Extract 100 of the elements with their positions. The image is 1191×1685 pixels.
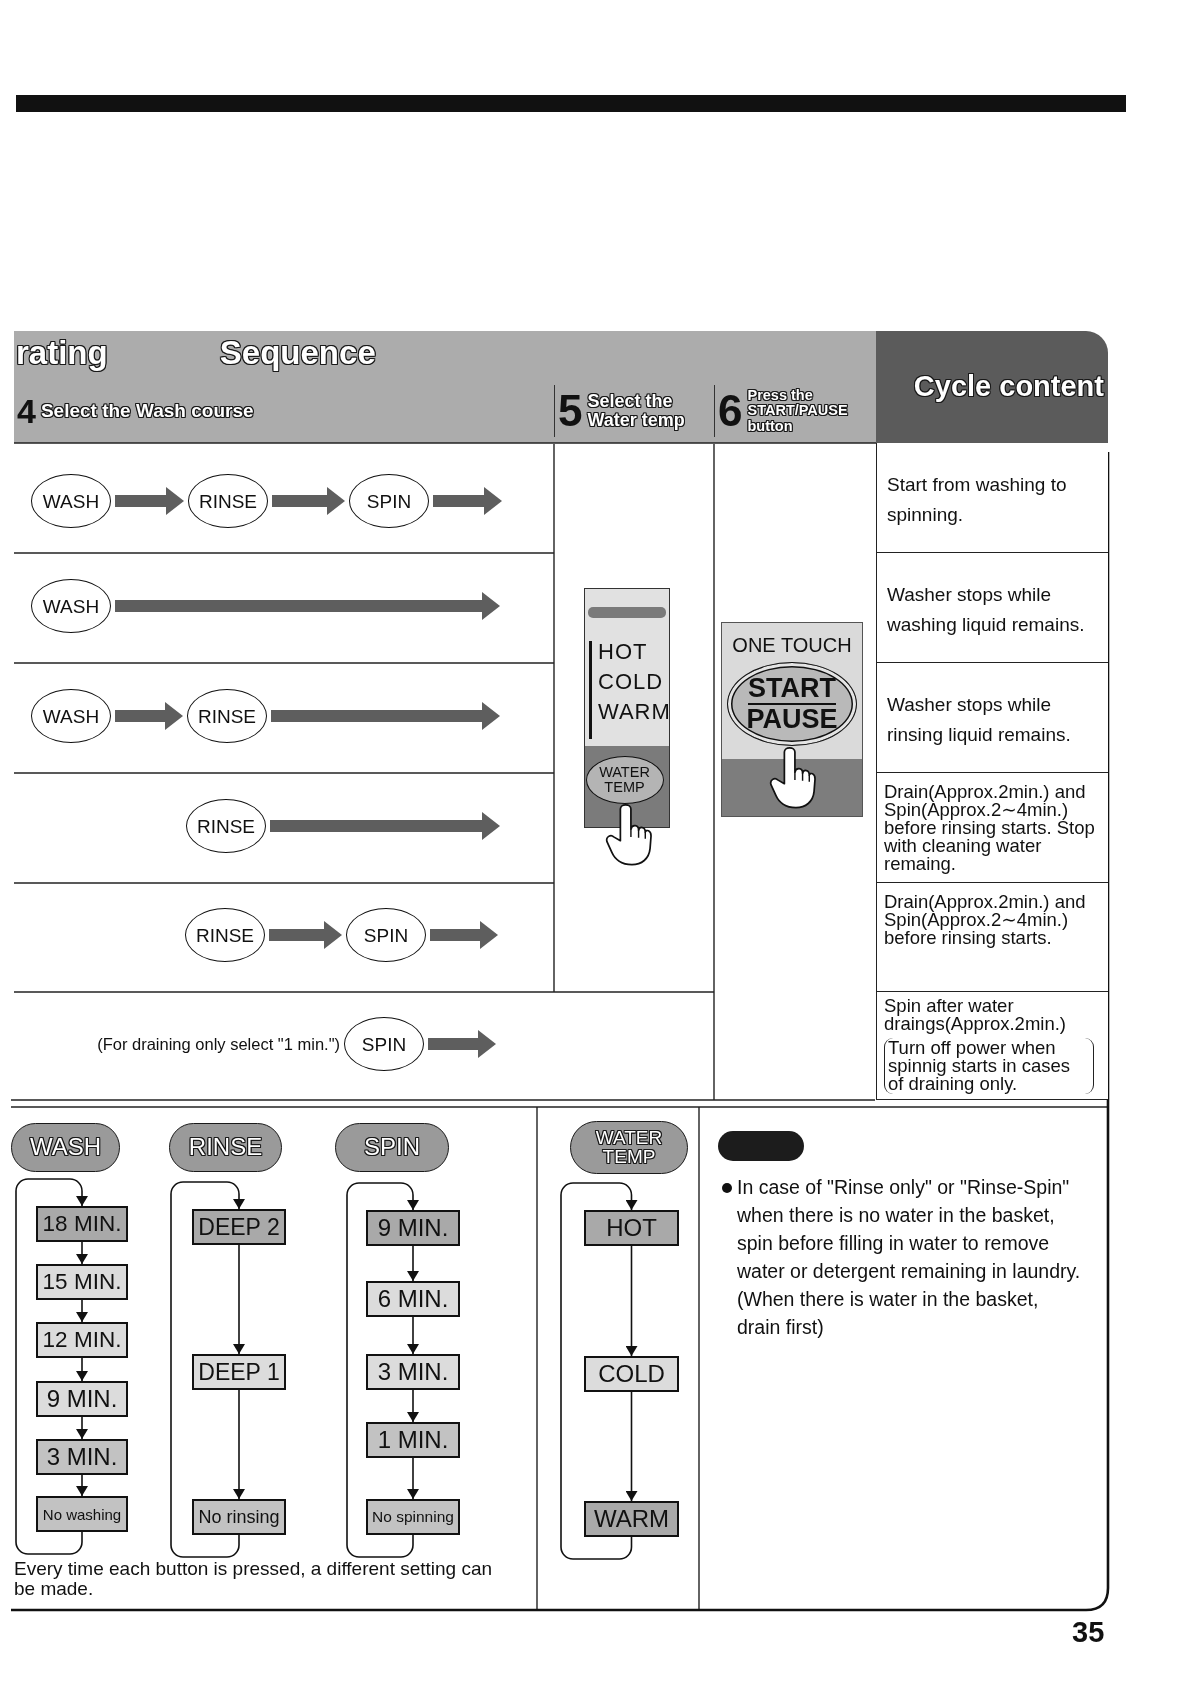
arrow: [76, 1474, 88, 1497]
setting-box: [192, 1209, 286, 1245]
step-number: 5: [558, 389, 583, 433]
step-label: SPIN: [366, 491, 412, 511]
setting-label: No washing: [42, 1506, 122, 1522]
description-text: Drain(Approx.2min.) and Spin(Approx.2∼4min.) before rinsing starts. Stop with cleaning water remaing.: [884, 783, 1096, 873]
arrow: [233, 1389, 245, 1500]
arrow: [76, 1241, 88, 1265]
setting-label: No rinsing: [198, 1508, 280, 1526]
block-arrow: [115, 487, 184, 515]
page-title: rating Sequence: [16, 333, 376, 373]
setting-box: [36, 1439, 128, 1475]
setting-label: HOT: [606, 1216, 657, 1240]
mode-pill: [169, 1123, 282, 1172]
arrow: [76, 1299, 88, 1323]
setting-box: [366, 1354, 460, 1390]
note-text: Turn off power when spinnig starts in cases of draining only.: [884, 1038, 1094, 1094]
arrow: [560, 1182, 638, 1560]
control-panel: [721, 622, 863, 817]
setting-box: [36, 1496, 128, 1532]
setting-label: 1 MIN.: [377, 1428, 449, 1452]
description-text: Washer stops while rinsing liquid remains.: [887, 693, 1072, 747]
arrow: [76, 1357, 88, 1382]
description-cell: [876, 553, 1108, 663]
step-label: RINSE: [196, 816, 256, 836]
arrow: [625, 1245, 638, 1357]
setting-box: [584, 1356, 679, 1392]
arrow: [170, 1181, 245, 1558]
setting-label: 3 MIN.: [377, 1360, 449, 1384]
description-text: Washer stops while washing liquid remains.: [887, 583, 1086, 637]
selection-note: (For draining only select "1 min."): [96, 1034, 340, 1055]
step-number: 6: [718, 389, 743, 433]
note-text: In case of "Rinse only" or "Rinse-Spin" when there is no water in the basket, spin before filling in water to remove water or detergent remaining in laundry. (When there is water in the basket, drain first): [737, 1175, 1082, 1340]
setting-label: 15 MIN.: [42, 1270, 122, 1294]
setting-box: [192, 1499, 286, 1535]
arrow: [233, 1244, 245, 1355]
step-label: WASH: [42, 491, 100, 511]
step-label: RINSE: [198, 491, 258, 511]
arrow: [15, 1178, 88, 1555]
block-arrow: [269, 921, 342, 949]
description-text: Spin after water draings(Approx.2min.): [884, 997, 1067, 1033]
arrow: [346, 1182, 419, 1558]
header-text: Press the START/PAUSE button: [747, 388, 849, 434]
pill-label: WATER TEMP: [594, 1129, 664, 1166]
description-cell: [876, 883, 1108, 992]
step-label: WASH: [42, 706, 100, 726]
setting-label: 6 MIN.: [377, 1287, 449, 1311]
step-number: 4: [17, 394, 36, 428]
step-label: SPIN: [361, 1034, 407, 1054]
header-text: Select the Water temp: [587, 392, 686, 430]
pill-label: RINSE: [188, 1136, 263, 1159]
setting-box: [366, 1281, 460, 1317]
option-label: HOT: [598, 638, 649, 666]
key-label: WATER TEMP: [598, 764, 651, 795]
setting-label: 12 MIN.: [42, 1328, 122, 1352]
description-text: Start from washing to spinning.: [887, 473, 1068, 527]
header-text: Select the Wash course: [40, 401, 254, 421]
mode-pill: [11, 1123, 120, 1172]
block-arrow: [430, 921, 498, 949]
block-arrow: [428, 1030, 496, 1058]
setting-label: 3 MIN.: [46, 1445, 118, 1469]
block-arrow: [272, 487, 345, 515]
block-arrow: [115, 592, 500, 620]
arrow: [407, 1389, 419, 1423]
description-text: Drain(Approx.2min.) and Spin(Approx.2∼4min.) before rinsing starts.: [884, 893, 1087, 947]
setting-box: [584, 1501, 679, 1537]
setting-label: WARM: [593, 1507, 670, 1531]
setting-box: [192, 1354, 286, 1390]
step-label: RINSE: [197, 706, 257, 726]
mode-pill: [335, 1123, 449, 1172]
description-cell: [876, 443, 1108, 553]
block-arrow: [271, 702, 500, 730]
arrow: [76, 1416, 88, 1440]
setting-label: No spinning: [372, 1509, 454, 1525]
setting-box: [366, 1422, 460, 1458]
setting-box: [366, 1499, 460, 1535]
header-text: Cycle content: [913, 371, 1104, 403]
key-label: START: [748, 674, 836, 705]
setting-label: 9 MIN.: [46, 1387, 118, 1411]
arrow: [407, 1316, 419, 1355]
block-arrow: [433, 487, 502, 515]
setting-box: [36, 1206, 128, 1242]
panel-caption: ONE TOUCH: [732, 633, 852, 658]
step-label: WASH: [42, 596, 100, 616]
step-label: SPIN: [363, 925, 409, 945]
setting-box: [36, 1322, 128, 1358]
arrow: [625, 1391, 638, 1502]
page-number: 35: [1072, 1616, 1106, 1648]
setting-label: 9 MIN.: [377, 1216, 449, 1240]
description-cell: [876, 663, 1108, 773]
block-arrow: [115, 702, 183, 730]
setting-label: DEEP 2: [198, 1215, 280, 1239]
block-arrow: [270, 812, 500, 840]
setting-box: [36, 1264, 128, 1300]
mode-pill: [570, 1121, 688, 1174]
description-cell: [876, 992, 1108, 1100]
column-header: [876, 331, 1108, 443]
option-label: COLD: [598, 668, 665, 696]
arrow: [407, 1457, 419, 1500]
key-label: PAUSE: [746, 705, 838, 734]
